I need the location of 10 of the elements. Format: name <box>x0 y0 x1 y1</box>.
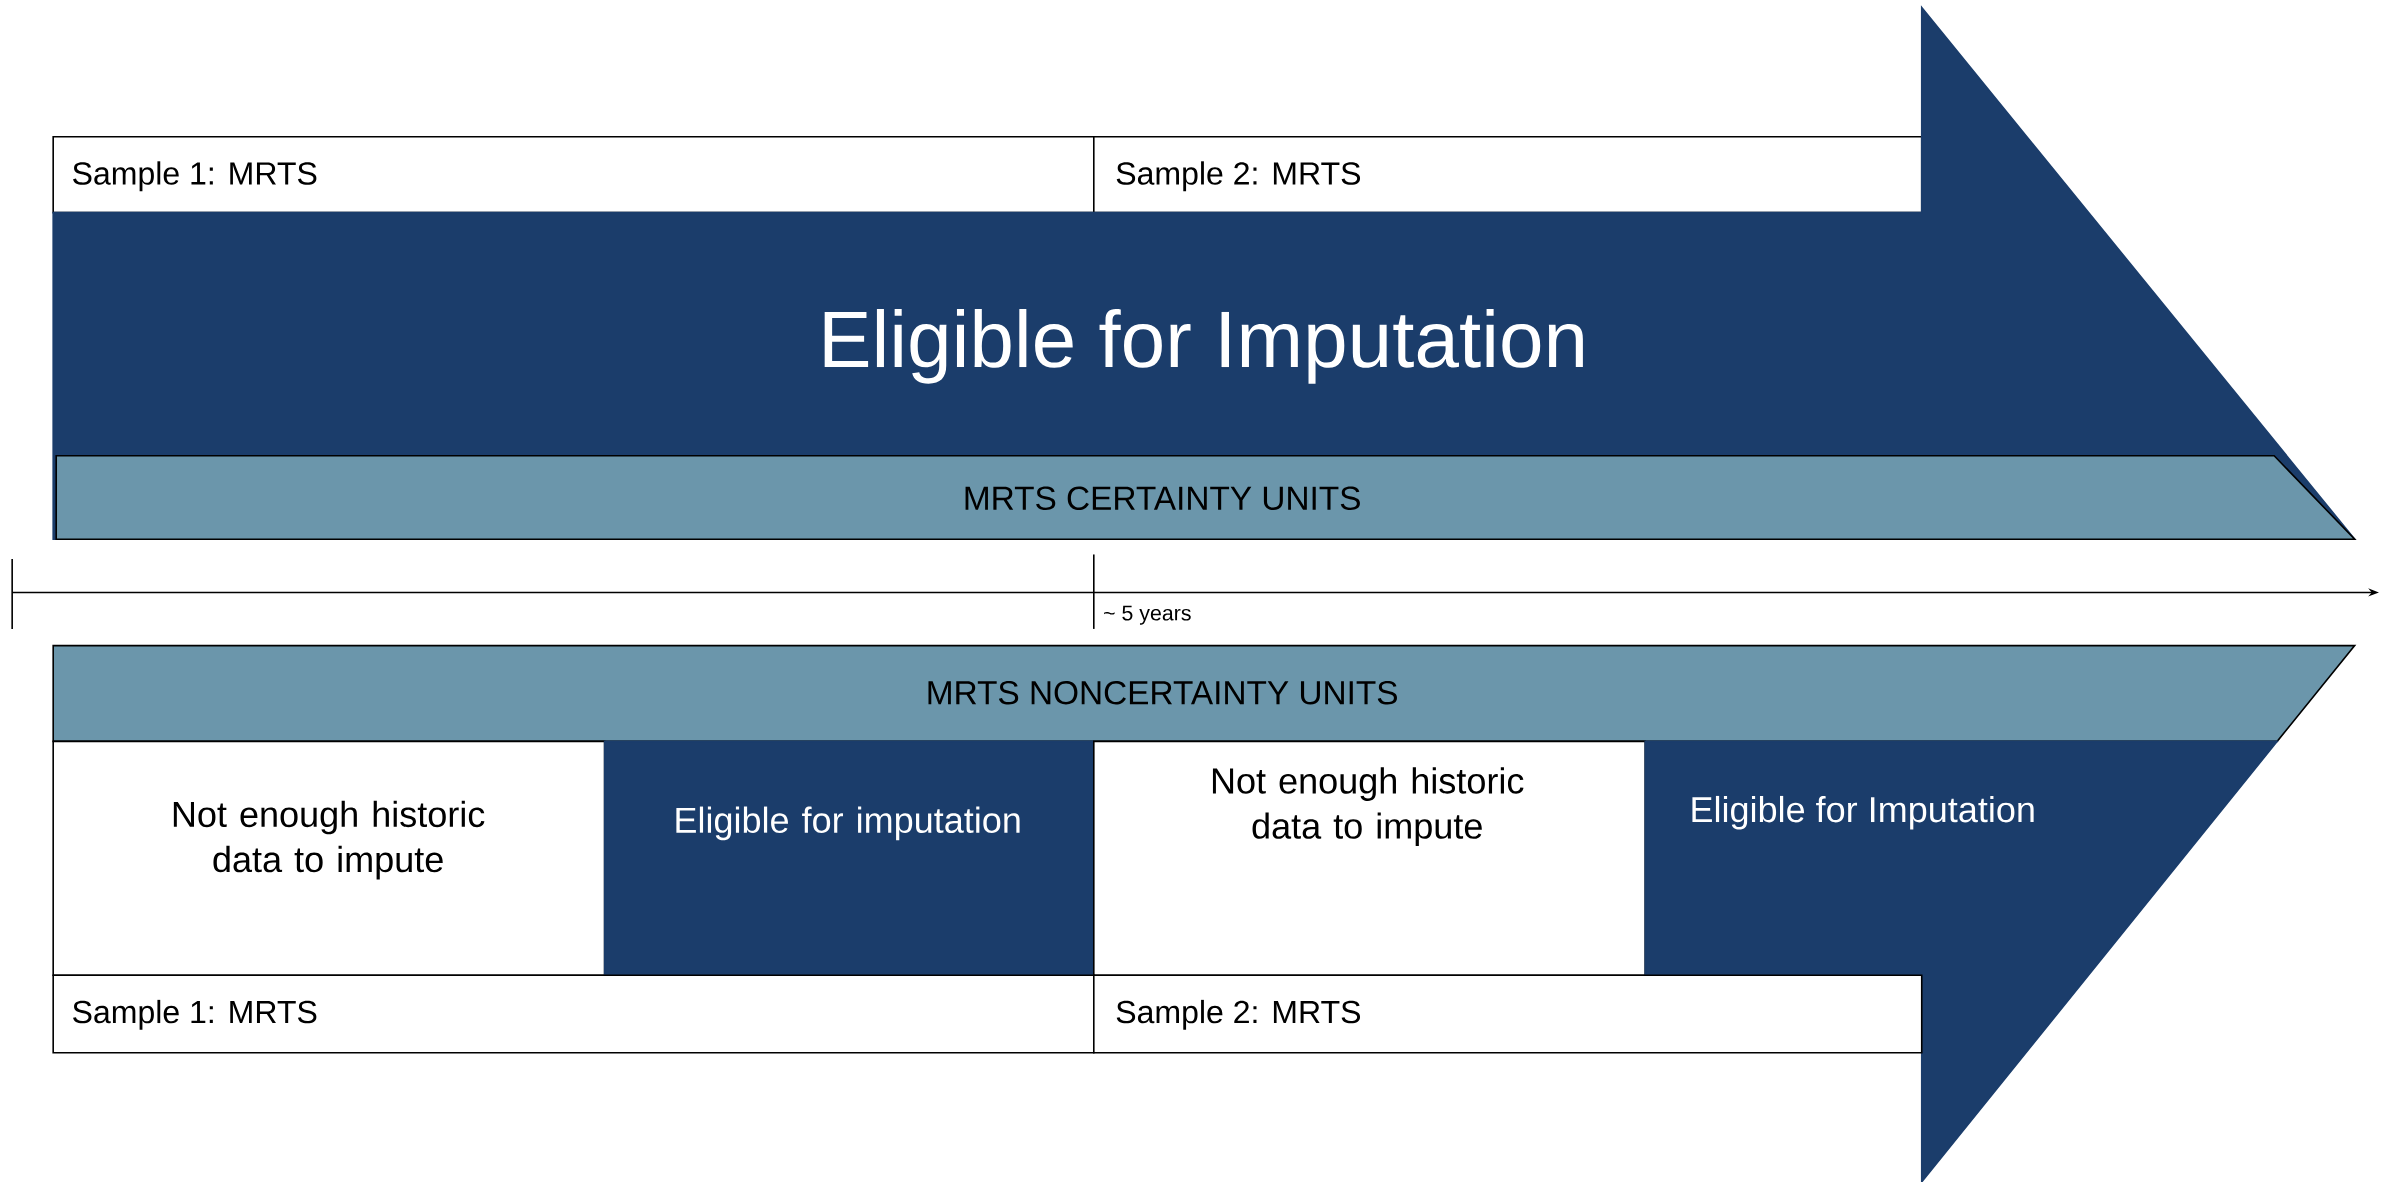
band: MRTS CERTAINTY UNITS <box>55 455 2357 541</box>
sample-box: Sample 1: MRTS <box>52 974 1095 1054</box>
sample-box: Sample 2: MRTS <box>1093 974 1923 1054</box>
cell: Not enough historic data to impute <box>52 740 606 977</box>
cell: Not enough historic data to impute <box>1093 740 1647 977</box>
cell: Eligible for imputation <box>603 740 1095 977</box>
sample-box: Sample 1: MRTS <box>52 135 1095 214</box>
sample-box: Sample 2: MRTS <box>1093 135 1923 214</box>
timeline-label: ~ 5 years <box>1104 605 1191 625</box>
band: MRTS NONCERTAINTY UNITS <box>52 644 2357 743</box>
